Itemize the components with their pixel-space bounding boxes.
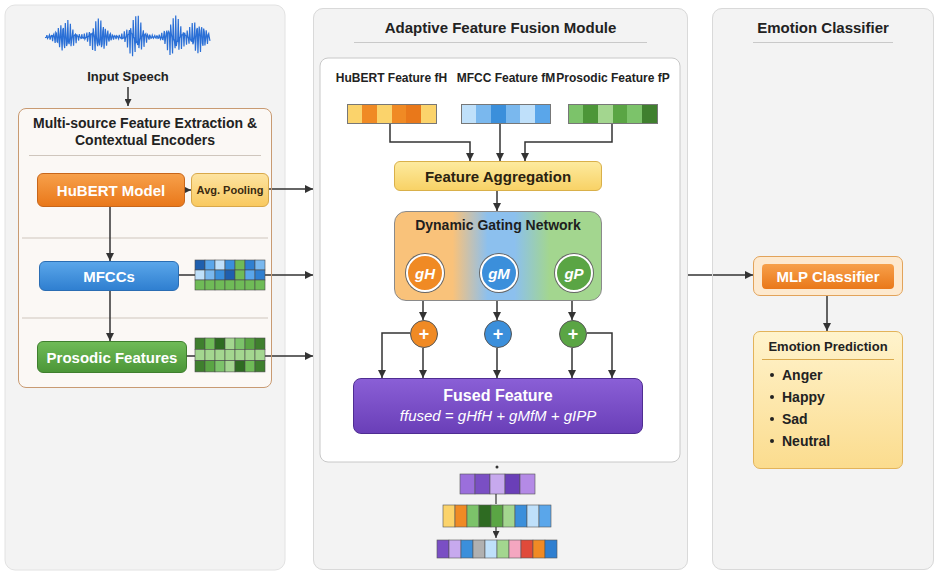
vector-bar <box>347 104 437 124</box>
emotion-label: Sad <box>782 411 808 427</box>
process-box: HuBERT Model <box>37 173 185 207</box>
gating-band: Dynamic Gating Network gH gM gP <box>394 211 602 301</box>
flow-arrow <box>109 291 111 341</box>
sum-circle: + <box>484 320 512 348</box>
process-box: MFCCs <box>39 261 179 291</box>
bullet-dot <box>770 439 774 443</box>
list-row: Anger <box>754 364 902 386</box>
separator-line <box>22 238 268 239</box>
flow-arrow <box>525 124 612 161</box>
process-box: MLP Classifier <box>753 256 903 296</box>
flow-arrow <box>109 207 111 261</box>
fusion-panel-fill <box>313 8 688 570</box>
fused-vector <box>460 474 535 494</box>
node-label: + <box>493 325 504 343</box>
dot-mark <box>496 466 499 469</box>
node-label: Prosodic Feature fP <box>556 71 669 85</box>
node-label: gM <box>488 265 510 282</box>
box-heading: Emotion Prediction <box>762 338 894 360</box>
module-panel: Adaptive Feature Fusion ModuleHuBERT Fea… <box>313 8 688 570</box>
gate-circle: gP <box>555 254 593 292</box>
output-vector <box>437 540 557 558</box>
process-box: Fused Featureffused = gHfH + gMfM + gIPP <box>353 378 643 434</box>
gate-circle: gH <box>406 254 444 292</box>
vector-bar <box>568 104 658 124</box>
input-arrow <box>127 87 129 106</box>
node-label: + <box>419 325 430 343</box>
flow-arrow <box>826 296 828 331</box>
node-label: Prosodic Features <box>47 349 178 366</box>
node-label: HuBERT Feature fH <box>336 71 447 85</box>
flow-arrow <box>390 124 470 161</box>
inner-frame <box>320 58 680 462</box>
left-panel <box>5 5 285 570</box>
flow-arrow <box>587 333 612 378</box>
flow-arrow <box>269 188 313 190</box>
process-box: Feature Aggregation <box>394 161 602 191</box>
mfcc-grid <box>195 260 265 290</box>
node-label: Feature Aggregation <box>425 168 571 185</box>
caption-label: Input Speech <box>87 69 169 84</box>
node-label: ffused = gHfH + gMfM + gIPP <box>400 406 596 426</box>
process-box: Prosodic Features <box>37 341 187 373</box>
node-label: Avg. Pooling <box>197 184 264 196</box>
node-label: HuBERT Model <box>57 182 165 199</box>
gate-circle: gM <box>480 254 518 292</box>
emotion-label: Happy <box>782 389 825 405</box>
node-label: MFCCs <box>83 268 135 285</box>
encoder-group: Multi-source Feature Extraction & Contex… <box>18 108 272 388</box>
feature-vector: Prosodic Feature fP <box>554 71 672 124</box>
flow-arrow <box>688 274 753 276</box>
emotion-label: Neutral <box>782 433 830 449</box>
node-label: gP <box>564 265 583 282</box>
sum-circle: + <box>410 320 438 348</box>
list-row: Happy <box>754 386 902 408</box>
vector-bar <box>461 104 551 124</box>
flow-arrow <box>496 191 498 211</box>
sum-circle: + <box>559 320 587 348</box>
node-label: gH <box>415 265 435 282</box>
classifier-panel-fill <box>712 8 934 570</box>
flow-arrow <box>499 124 501 161</box>
process-box: Avg. Pooling <box>191 173 269 207</box>
list-row: Sad <box>754 408 902 430</box>
separator-line <box>22 318 268 319</box>
group-heading: Dynamic Gating Network <box>403 217 593 234</box>
bullet-dot <box>770 373 774 377</box>
flow-arrow <box>422 348 424 378</box>
emotion-label: Anger <box>782 367 822 383</box>
list-row: Neutral <box>754 430 902 452</box>
bullet-dot <box>770 417 774 421</box>
node-label: Fused Feature <box>443 386 552 406</box>
feature-vector: HuBERT Feature fH <box>329 71 454 124</box>
node-label: + <box>568 325 579 343</box>
encoder-group-fill <box>18 108 272 388</box>
module-panel: Emotion ClassifierMLP ClassifierEmotion … <box>712 8 934 570</box>
group-heading: Multi-source Feature Extraction & Contex… <box>29 115 261 156</box>
node-label: MLP Classifier <box>762 264 893 289</box>
group-heading: Emotion Classifier <box>753 19 893 43</box>
group-heading: Adaptive Feature Fusion Module <box>354 19 647 43</box>
small-arrow <box>495 527 496 538</box>
output-box: Emotion PredictionAngerHappySadNeutral <box>753 331 903 469</box>
bullet-dot <box>770 395 774 399</box>
flow-arrow <box>571 348 573 378</box>
concat-vector <box>443 505 551 527</box>
prosodic-grid <box>195 338 265 372</box>
node-label: MFCC Feature fM <box>457 71 556 85</box>
small-link <box>495 494 496 504</box>
flow-arrow <box>382 333 410 378</box>
feature-vector: MFCC Feature fM <box>456 71 556 124</box>
flow-arrow <box>496 348 498 378</box>
speech-waveform <box>45 15 210 56</box>
